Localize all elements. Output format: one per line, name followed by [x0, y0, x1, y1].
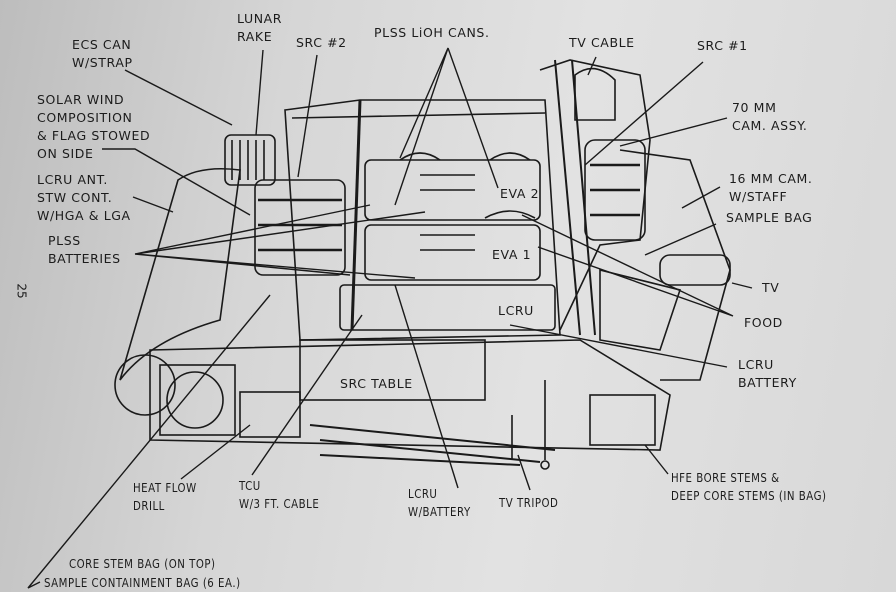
- label-line: ON SIDE: [37, 146, 94, 161]
- leader-16mm: [681, 186, 721, 209]
- leader-lines: [27, 47, 753, 589]
- label-line: CAM. ASSY.: [732, 118, 808, 133]
- leader-food: [521, 214, 734, 317]
- rover-drawing: [114, 59, 731, 470]
- leader-tcu: [251, 314, 363, 476]
- label-line: DRILL: [133, 499, 165, 513]
- label-line: LCRU: [408, 487, 438, 501]
- leader-src1: [584, 61, 704, 166]
- label-line: SRC #2: [296, 35, 347, 50]
- leader-ecs-can: [124, 69, 233, 126]
- label-line: COMPOSITION: [37, 110, 133, 125]
- label-line: DEEP CORE STEMS (IN BAG): [671, 489, 827, 503]
- label-line: TCU: [239, 479, 261, 493]
- label-lcru-w-battery: LCRU W/BATTERY: [408, 485, 471, 521]
- label-line: LCRU ANT.: [37, 172, 108, 187]
- leader-core-stem: [27, 294, 271, 589]
- label-lunar-rake: LUNAR RAKE: [237, 10, 282, 46]
- leader-lcru-ant: [132, 196, 174, 213]
- label-line: BATTERIES: [48, 251, 121, 266]
- leader-hfe: [644, 444, 669, 475]
- label-16mm-camera: 16 MM CAM. W/STAFF: [729, 170, 812, 206]
- label-line: SAMPLE CONTAINMENT BAG (6 EA.): [44, 576, 241, 590]
- leader-plss-lioh: [394, 47, 499, 206]
- label-eva1: EVA 1: [492, 246, 531, 264]
- label-line: HFE BORE STEMS &: [671, 471, 780, 485]
- label-line: W/HGA & LGA: [37, 208, 131, 223]
- leader-lcru-w-battery: [394, 284, 459, 489]
- label-tv: TV: [762, 279, 779, 297]
- label-line: EVA 1: [492, 247, 532, 262]
- label-plss-lioh: PLSS LiOH CANS.: [374, 24, 490, 42]
- label-sample-bag: SAMPLE BAG: [726, 209, 812, 227]
- leader-70mm: [619, 117, 728, 147]
- leader-plss-batteries: [134, 204, 426, 279]
- label-line: LCRU: [498, 303, 534, 318]
- label-line: RAKE: [237, 29, 273, 44]
- label-line: 16 MM CAM.: [729, 171, 813, 186]
- label-line: STW CONT.: [37, 190, 113, 205]
- label-line: HEAT FLOW: [133, 481, 197, 495]
- label-line: PLSS LiOH CANS.: [374, 25, 490, 40]
- label-line: SRC TABLE: [340, 376, 413, 391]
- label-src2: SRC #2: [296, 34, 347, 52]
- label-heat-flow-drill: HEAT FLOW DRILL: [133, 479, 197, 515]
- label-line: SOLAR WIND: [37, 92, 125, 107]
- label-lcru-antenna: LCRU ANT. STW CONT. W/HGA & LGA: [37, 171, 131, 225]
- label-lcru: LCRU: [498, 302, 534, 320]
- label-line: SAMPLE BAG: [726, 210, 813, 225]
- label-line: EVA 2: [500, 186, 540, 201]
- label-line: W/STAFF: [729, 189, 788, 204]
- label-eva2: EVA 2: [500, 185, 539, 203]
- leader-tv-cable: [587, 56, 597, 76]
- label-line: W/STRAP: [72, 55, 133, 70]
- leader-tv: [731, 282, 753, 289]
- label-src-table: SRC TABLE: [340, 375, 413, 393]
- label-line: FOOD: [744, 315, 783, 330]
- label-line: TV: [762, 280, 780, 295]
- leader-sample-bag: [644, 223, 717, 256]
- label-plss-batteries: PLSS BATTERIES: [48, 232, 121, 268]
- label-line: 70 MM: [732, 100, 777, 115]
- label-line: LCRU: [738, 357, 774, 372]
- label-line: CORE STEM BAG (ON TOP): [69, 557, 216, 571]
- label-line: W/BATTERY: [408, 505, 471, 519]
- label-line: ECS CAN: [72, 37, 132, 52]
- label-line: BATTERY: [738, 375, 797, 390]
- leader-src2: [297, 54, 318, 178]
- label-line: & FLAG STOWED: [37, 128, 151, 143]
- leader-lcru-battery: [509, 324, 728, 368]
- leader-heat-flow-drill: [180, 424, 251, 480]
- leader-solar-wind: [102, 148, 251, 216]
- label-70mm-camera: 70 MM CAM. ASSY.: [732, 99, 808, 135]
- label-line: PLSS: [48, 233, 81, 248]
- label-src1: SRC #1: [697, 37, 748, 55]
- label-line: LUNAR: [237, 11, 283, 26]
- label-ecs-can: ECS CAN W/STRAP: [72, 36, 133, 72]
- label-sample-containment-bag: SAMPLE CONTAINMENT BAG (6 EA.): [44, 574, 241, 592]
- label-core-stem-bag: CORE STEM BAG (ON TOP): [69, 555, 216, 573]
- leader-tv-tripod: [517, 454, 531, 491]
- label-line: TV CABLE: [569, 35, 635, 50]
- leader-lunar-rake: [255, 49, 264, 136]
- label-lcru-battery: LCRU BATTERY: [738, 356, 797, 392]
- label-line: TV TRIPOD: [499, 496, 559, 510]
- label-line: W/3 FT. CABLE: [239, 497, 320, 511]
- label-line: SRC #1: [697, 38, 748, 53]
- label-hfe-bore-stems: HFE BORE STEMS & DEEP CORE STEMS (IN BAG): [671, 469, 827, 505]
- page-number: 25: [14, 283, 29, 299]
- label-solar-wind: SOLAR WIND COMPOSITION & FLAG STOWED ON SID…: [37, 91, 150, 163]
- label-tv-cable: TV CABLE: [569, 34, 635, 52]
- label-tv-tripod: TV TRIPOD: [499, 494, 558, 512]
- label-food: FOOD: [744, 314, 783, 332]
- label-tcu: TCU W/3 FT. CABLE: [239, 477, 319, 513]
